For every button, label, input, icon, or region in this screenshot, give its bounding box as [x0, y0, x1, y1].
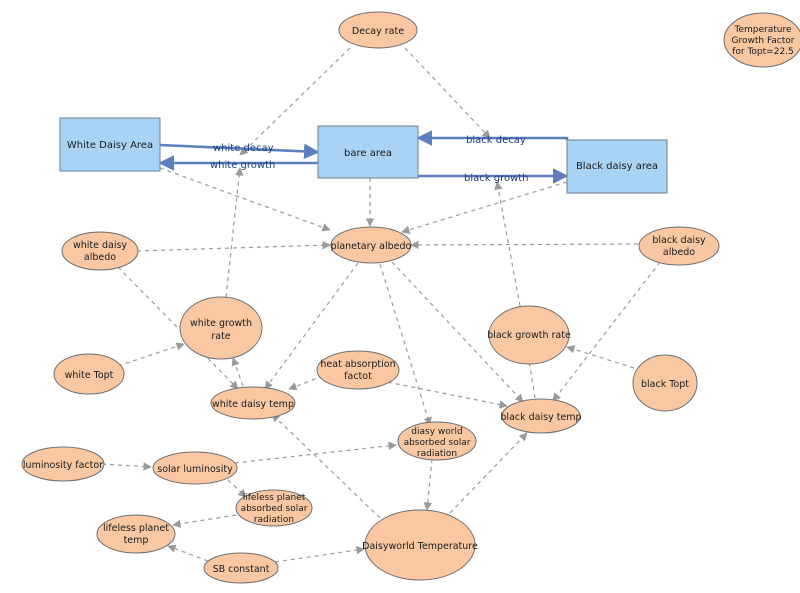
var-black-daisy-albedo[interactable]: black daisy albedo — [638, 226, 720, 266]
var-label-line: rate — [211, 331, 230, 342]
var-temperature-growth-factor[interactable]: Temperature Growth Factor for Topt=22.5 — [723, 12, 800, 68]
link-decay-to-black-decay — [404, 47, 491, 139]
var-label: luminosity factor — [23, 460, 103, 471]
link-black-topt-to-growth-rate — [566, 345, 635, 369]
var-label-line: white daisy — [73, 240, 127, 251]
var-label: Decay rate — [352, 26, 404, 37]
var-label: solar luminosity — [157, 464, 233, 475]
var-heat-absorption-factot[interactable]: heat absorption factot — [316, 350, 400, 390]
var-label: black Topt — [641, 379, 689, 390]
stock-label: Black daisy area — [576, 161, 658, 172]
var-label: Daisyworld Temperature — [362, 541, 478, 552]
flow-black-decay — [416, 130, 569, 146]
var-luminosity-factor[interactable]: luminosity factor — [21, 446, 105, 482]
link-daisyworld-temp-to-white-temp — [271, 413, 381, 519]
link-albedo-to-diasy-absorbed — [379, 263, 432, 426]
var-label-line: for Topt=22.5 — [732, 47, 794, 57]
link-heat-to-white-temp — [288, 375, 324, 391]
link-solar-to-diasy-absorbed — [234, 441, 397, 464]
link-sb-to-daisyworld-temp — [274, 545, 365, 563]
stock-bare-area[interactable]: bare area — [317, 125, 419, 179]
var-black-topt[interactable]: black Topt — [632, 354, 698, 412]
link-black-albedo-to-planetary — [410, 240, 639, 250]
var-label-line: factot — [344, 371, 372, 382]
link-luminosity-factor-to-solar — [101, 462, 152, 471]
var-label-line: absorbed solar — [404, 438, 471, 448]
link-white-albedo-to-planetary — [136, 241, 331, 252]
causal-links — [101, 47, 661, 563]
var-white-topt[interactable]: white Topt — [53, 353, 125, 395]
var-lifeless-planet-absorbed-solar-radiation[interactable]: lifeless planet absorbed solar radiation — [235, 489, 313, 527]
var-label: planetary albedo — [331, 241, 412, 252]
var-label-line: white growth — [190, 318, 252, 329]
var-label-line: black daisy — [652, 235, 706, 246]
flow-label-black-growth[interactable]: black growth — [464, 173, 529, 184]
link-diasy-absorbed-to-daisyworld-temp — [423, 458, 433, 511]
var-white-daisy-albedo[interactable]: white daisy albedo — [61, 231, 139, 271]
var-daisyworld-temperature[interactable]: Daisyworld Temperature — [362, 509, 478, 581]
var-label: white daisy temp — [212, 399, 294, 410]
link-sb-to-lifeless-temp — [167, 544, 209, 562]
flow-label-white-decay[interactable]: white decay — [213, 143, 274, 154]
var-label: black daisy temp — [500, 412, 581, 423]
var-white-daisy-temp[interactable]: white daisy temp — [210, 386, 296, 420]
flow-label-white-growth[interactable]: white growth — [210, 160, 275, 171]
var-label-line: albedo — [84, 252, 116, 263]
flow-label-black-decay[interactable]: black decay — [466, 135, 526, 146]
var-label-line: Temperature — [733, 25, 791, 35]
var-black-growth-rate[interactable]: black growth rate — [487, 305, 571, 365]
link-lifeless-absorbed-to-temp — [172, 514, 237, 528]
var-lifeless-planet-temp[interactable]: lifeless planet temp — [96, 514, 176, 554]
var-label-line: radiation — [254, 515, 294, 525]
var-solar-luminosity[interactable]: solar luminosity — [152, 451, 238, 485]
stock-label: bare area — [344, 148, 392, 159]
var-diasy-world-absorbed-solar-radiation[interactable]: diasy world absorbed solar radiation — [397, 421, 477, 461]
var-label-line: temp — [124, 535, 149, 546]
var-label-line: diasy world — [411, 427, 462, 437]
var-label-line: lifeless planet — [103, 523, 169, 534]
link-white-temp-to-growth-rate — [231, 357, 244, 387]
stock-black-daisy-area[interactable]: Black daisy area — [566, 139, 668, 194]
var-decay-rate[interactable]: Decay rate — [338, 11, 418, 49]
link-daisyworld-temp-to-black-temp — [449, 432, 528, 514]
flows: white decay white growth black decay bla… — [158, 130, 569, 184]
link-black-area-to-albedo — [401, 181, 568, 234]
var-label-line: lifeless planet — [243, 493, 306, 503]
link-albedo-to-white-temp — [264, 262, 359, 390]
var-sb-constant[interactable]: SB constant — [203, 552, 279, 584]
var-planetary-albedo[interactable]: planetary albedo — [330, 226, 412, 264]
var-label: black growth rate — [487, 330, 571, 341]
link-decay-to-white-decay — [239, 47, 351, 156]
var-white-growth-rate[interactable]: white growth rate — [179, 296, 263, 360]
link-black-albedo-to-black-temp — [552, 261, 661, 402]
link-white-topt-to-growth-rate — [117, 342, 185, 367]
stock-label: White Daisy Area — [67, 140, 153, 151]
link-black-growth-rate-to-growth — [494, 181, 521, 307]
var-label-line: albedo — [663, 247, 695, 258]
var-label-line: heat absorption — [320, 359, 395, 370]
link-white-area-to-albedo — [159, 167, 331, 232]
var-label: SB constant — [213, 564, 270, 575]
var-label-line: radiation — [417, 449, 457, 459]
var-black-daisy-temp[interactable]: black daisy temp — [500, 398, 582, 434]
var-label: white Topt — [65, 370, 114, 381]
var-label-line: absorbed solar — [241, 504, 308, 514]
link-heat-to-black-temp — [371, 378, 508, 409]
var-label-line: Growth Factor — [732, 36, 795, 46]
stock-white-daisy-area[interactable]: White Daisy Area — [59, 117, 161, 172]
flow-white-decay — [159, 143, 320, 160]
link-white-growth-rate-to-growth — [225, 167, 244, 298]
